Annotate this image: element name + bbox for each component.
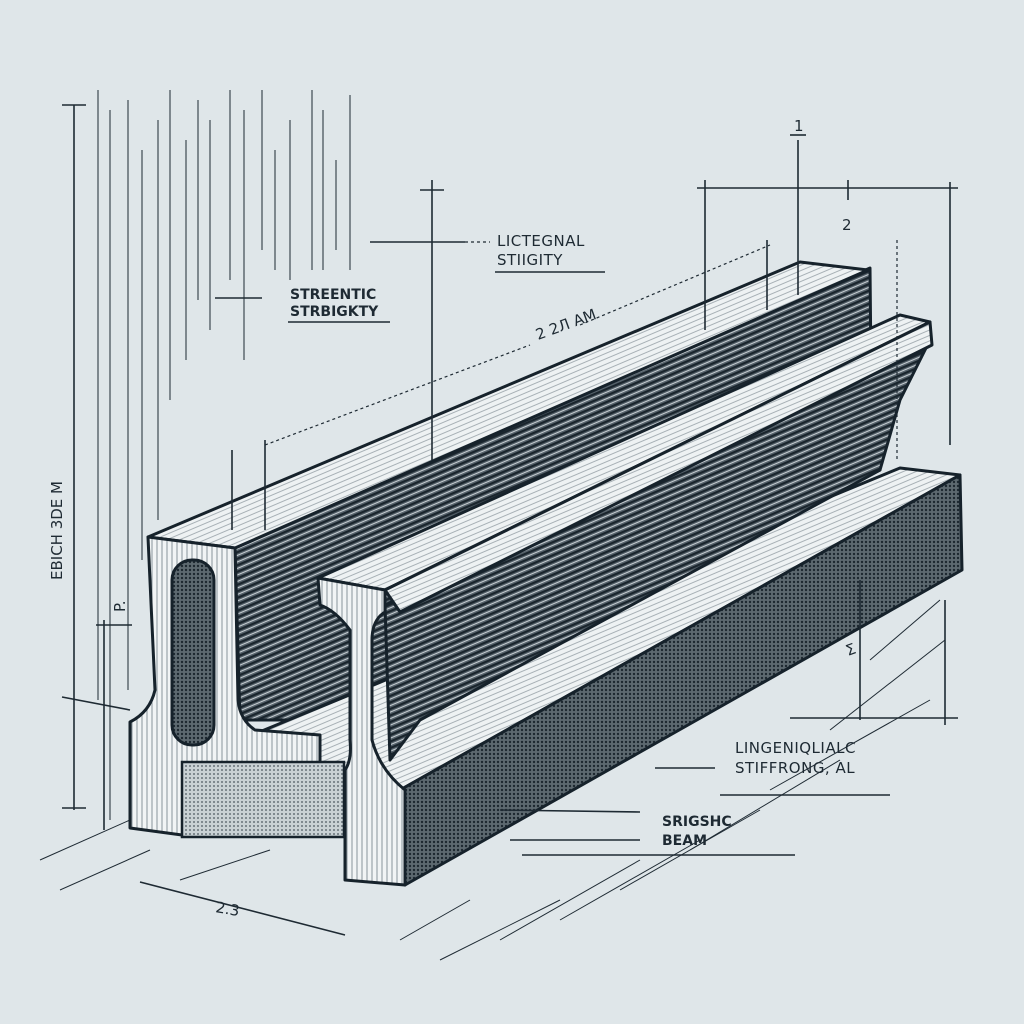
label-right-1: LINGENIQLIALC: [735, 739, 856, 757]
label-top-center-1: LICTEGNAL: [497, 232, 585, 250]
dimension-vertical-small: P.: [111, 601, 129, 612]
floor-hatching: [39, 599, 946, 961]
dimension-bottom-width: 2.3: [214, 898, 241, 920]
front-end-section: [316, 576, 407, 887]
dimension-top-right: 2: [842, 216, 852, 234]
label-top-center-2: STIIGITY: [497, 251, 563, 269]
label-bottom-2: BEAM: [662, 833, 707, 849]
dimension-top-tick: 1: [794, 117, 804, 135]
label-bottom-1: SRIGSHC: [662, 814, 732, 830]
dimension-length: 2 2Л AM: [533, 305, 598, 343]
label-left-1: STREENTIC: [290, 287, 376, 303]
label-left-2: STRBIGKTY: [290, 304, 379, 320]
dimension-right-mark: Σ: [843, 640, 858, 660]
dimension-lines: [61, 104, 958, 936]
dimension-vertical-left: EBICH 3DE M: [48, 481, 66, 580]
left-base-block: [180, 760, 346, 839]
background-vertical-lines: [97, 90, 351, 820]
left-section-hole: [170, 558, 216, 747]
front-flange-side: [383, 320, 934, 614]
label-right-2: STIFFRONG, AL: [735, 759, 855, 777]
